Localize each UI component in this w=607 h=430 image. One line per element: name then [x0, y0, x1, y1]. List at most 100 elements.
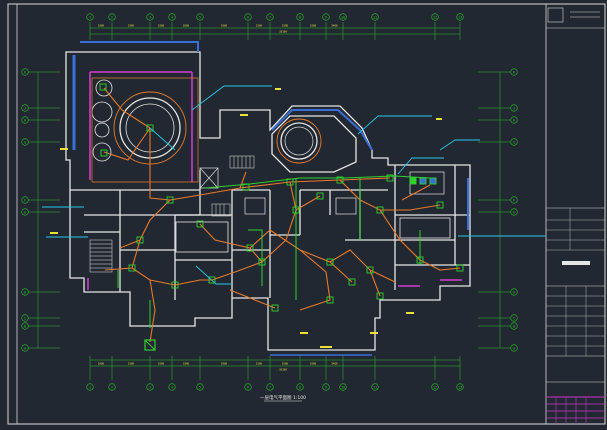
axis-bubble-bottom [296, 383, 304, 391]
axis-label-bottom: 5 [199, 386, 201, 390]
electrical-devices [99, 83, 464, 351]
axis-bubble-bottom [196, 383, 204, 391]
axis-label-top: 13 [458, 16, 462, 20]
axis-bubble-right [510, 344, 518, 352]
axis-label-right: B [513, 324, 515, 328]
axis-label-bottom: 7 [269, 386, 271, 390]
axis-grid-layer: 1122334455667788991010111112121313180018… [21, 13, 518, 391]
axis-bubble-top [322, 13, 330, 21]
axis-label-top: 10 [341, 16, 345, 20]
axis-bubble-right [510, 138, 518, 146]
axis-label-left: C [24, 316, 26, 320]
dimension-value-top: 1500 [256, 24, 263, 28]
dimension-value-bottom: 3300 [310, 362, 317, 366]
axis-bubble-top [339, 13, 347, 21]
axis-label-bottom: 1 [89, 386, 91, 390]
axis-label-right: H [513, 118, 515, 122]
axis-label-top: 4 [171, 16, 173, 20]
axis-label-top: 6 [247, 16, 249, 20]
dimension-total-bottom: 35100 [279, 368, 287, 372]
window-marks [72, 41, 469, 356]
axis-label-right: C [513, 316, 515, 320]
axis-bubble-right [510, 322, 518, 330]
stairs [89, 155, 255, 273]
axis-bubble-bottom [322, 383, 330, 391]
axis-bubble-right [510, 104, 518, 112]
axis-label-right: G [513, 140, 515, 144]
green-circuits [117, 175, 431, 328]
axis-label-bottom: 8 [299, 386, 301, 390]
axis-bubble-top [86, 13, 94, 21]
axis-bubble-left [21, 138, 29, 146]
dimension-total-top: 35100 [279, 30, 287, 34]
axis-label-top: 12 [433, 16, 437, 20]
room-annotations [50, 88, 442, 348]
axis-bubble-top [296, 13, 304, 21]
axis-label-top: 5 [199, 16, 201, 20]
plan-caption-group: 一层电气平面图 1:100 [260, 394, 306, 402]
axis-bubble-bottom [86, 383, 94, 391]
axis-bubble-top [431, 13, 439, 21]
axis-label-right: A [513, 346, 515, 350]
title-block-name-bar [562, 261, 590, 265]
dimension-value-top: 1800 [98, 24, 105, 28]
dimension-value-bottom: 3300 [221, 362, 228, 366]
axis-bubble-bottom [168, 383, 176, 391]
axis-label-bottom: 11 [373, 386, 377, 390]
axis-label-left: J [24, 106, 26, 110]
rotunda-east [280, 122, 318, 160]
axis-bubble-bottom [266, 383, 274, 391]
axis-label-left: H [24, 118, 26, 122]
axis-label-top: 9 [325, 16, 327, 20]
octagon-room [271, 115, 357, 173]
axis-bubble-bottom [339, 383, 347, 391]
dimension-value-top: 3300 [158, 24, 165, 28]
axis-label-top: 3 [149, 16, 151, 20]
axis-bubble-bottom [244, 383, 252, 391]
axis-label-left: D [24, 290, 26, 294]
axis-bubble-top [108, 13, 116, 21]
axis-bubble-bottom [146, 383, 154, 391]
dimension-value-top: 3300 [310, 24, 317, 28]
axis-bubble-right [510, 208, 518, 216]
title-block [545, 3, 606, 425]
axis-label-right: K [513, 70, 516, 74]
axis-bubble-left [21, 314, 29, 322]
axis-label-bottom: 4 [171, 386, 173, 390]
axis-bubble-top [146, 13, 154, 21]
axis-bubble-left [21, 68, 29, 76]
axis-label-bottom: 13 [458, 386, 462, 390]
axis-label-left: K [24, 70, 27, 74]
axis-bubble-left [21, 208, 29, 216]
axis-bubble-bottom [431, 383, 439, 391]
axis-label-bottom: 3 [149, 386, 151, 390]
axis-bubble-top [244, 13, 252, 21]
axis-bubble-top [168, 13, 176, 21]
axis-label-left: F [24, 198, 26, 202]
axis-bubble-bottom [108, 383, 116, 391]
dimension-value-top: 2000 [183, 24, 190, 28]
axis-bubble-left [21, 116, 29, 124]
dimension-value-bottom: 3300 [128, 362, 135, 366]
axis-bubble-top [196, 13, 204, 21]
axis-label-left: A [24, 346, 26, 350]
axis-bubble-top [456, 13, 464, 21]
axis-bubble-right [510, 68, 518, 76]
axis-label-top: 11 [373, 16, 377, 20]
axis-bubble-left [21, 196, 29, 204]
dimension-value-top: 3300 [221, 24, 228, 28]
axis-label-left: G [24, 140, 26, 144]
axis-bubble-right [510, 196, 518, 204]
axis-bubble-left [21, 104, 29, 112]
axis-bubble-left [21, 288, 29, 296]
axis-bubble-right [510, 116, 518, 124]
axis-label-right: D [513, 290, 515, 294]
leader-lines [42, 85, 546, 285]
drawing-frame [7, 3, 606, 425]
axis-label-top: 1 [89, 16, 91, 20]
ring-circuits [91, 77, 322, 183]
plan-caption: 一层电气平面图 1:100 [260, 394, 306, 401]
axis-label-bottom: 6 [247, 386, 249, 390]
